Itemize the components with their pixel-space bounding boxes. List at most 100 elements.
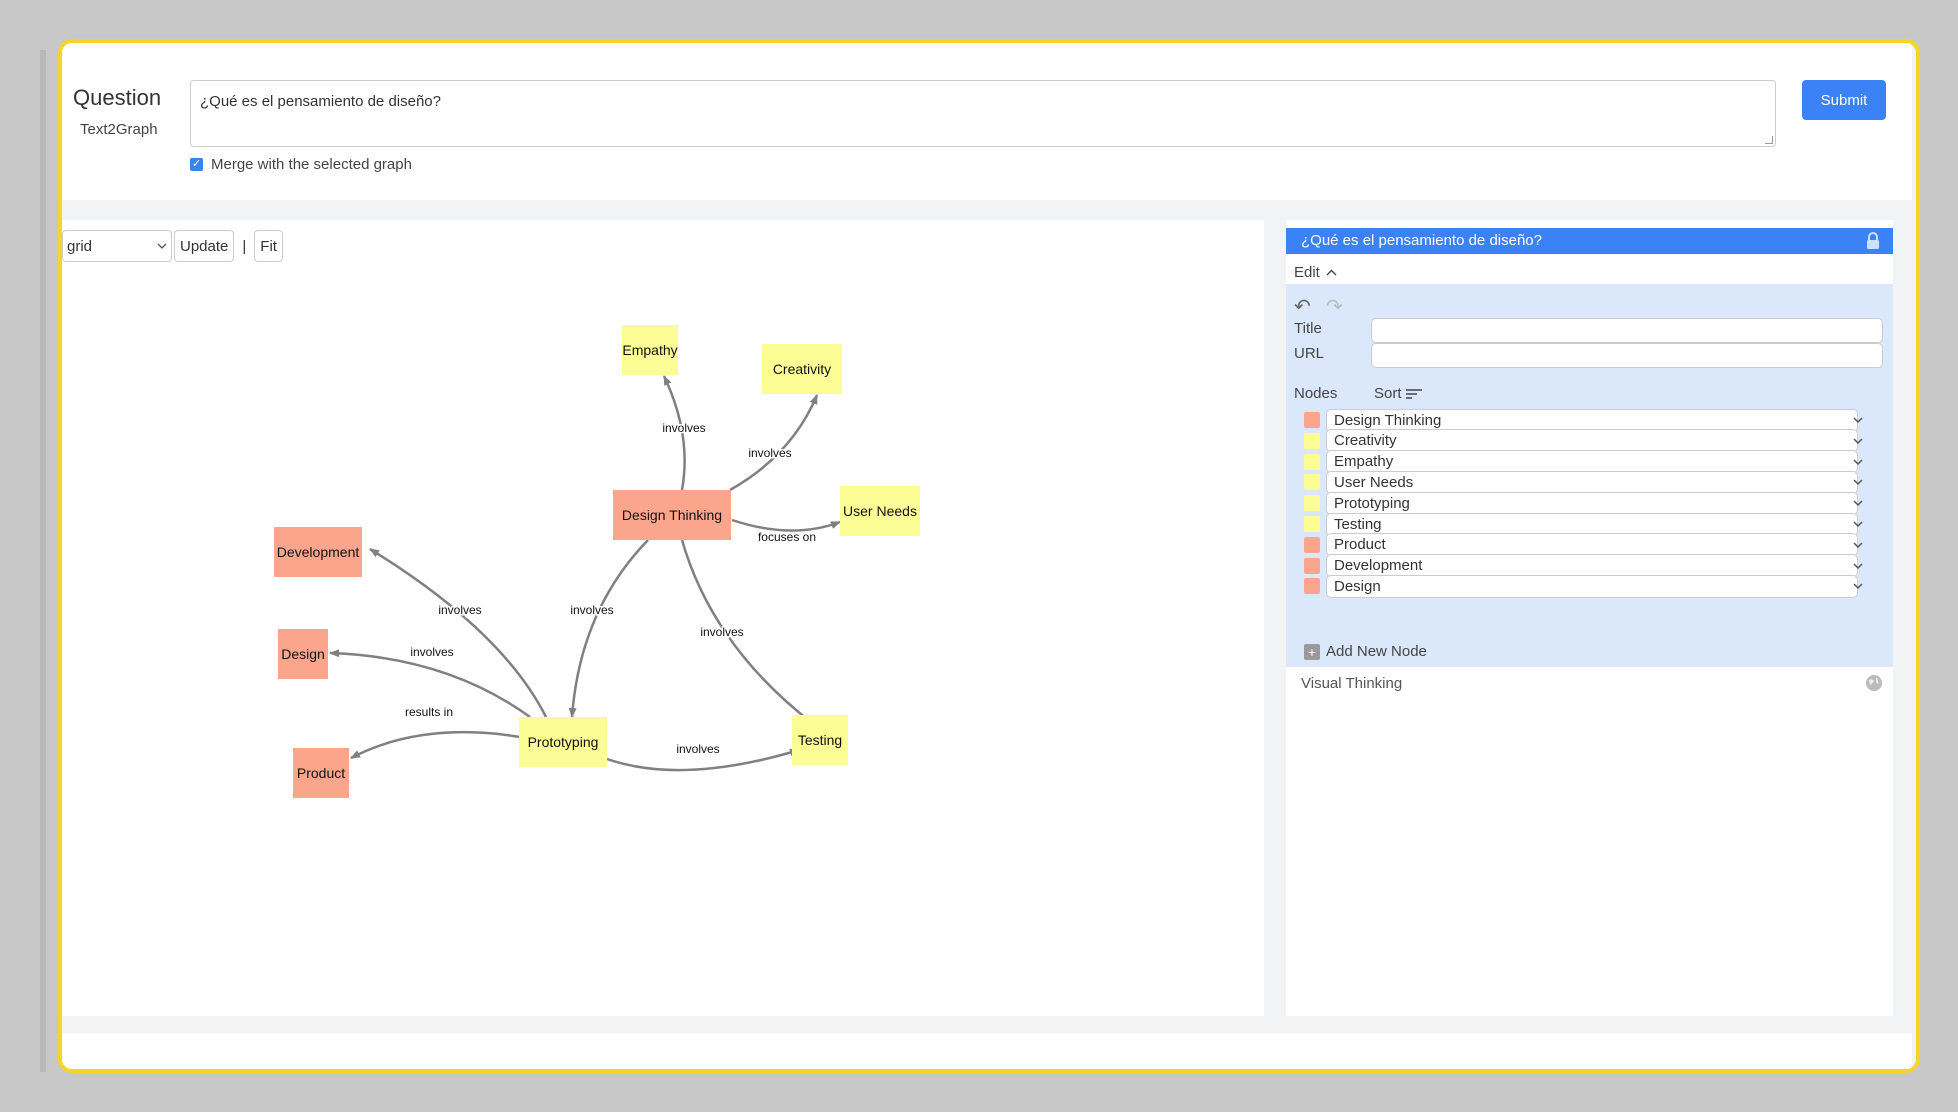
graph-node[interactable]: Design [278,629,328,679]
chevron-down-icon[interactable] [1852,416,1864,426]
graph-edge[interactable] [731,518,841,532]
question-input[interactable]: ¿Qué es el pensamiento de diseño? [190,80,1776,147]
node-name-field[interactable]: Testing [1326,512,1858,536]
globe-icon[interactable] [1865,674,1883,692]
node-color-swatch[interactable] [1304,516,1320,532]
graph-node-box[interactable] [622,325,678,375]
graph-node-box[interactable] [840,486,920,536]
graph-node[interactable]: Prototyping [519,717,607,767]
add-new-node-button[interactable]: + Add New Node [1304,643,1427,660]
node-color-swatch[interactable] [1304,453,1320,470]
graph-edge[interactable] [729,394,819,492]
layout-select[interactable]: grid [62,230,172,262]
title-input[interactable] [1371,318,1883,343]
graph-node-label: Design [281,646,325,662]
chevron-down-icon[interactable] [1852,478,1864,488]
graph-edge[interactable] [568,539,649,718]
submit-button[interactable]: Submit [1802,80,1886,120]
node-name-field[interactable]: Design [1326,574,1858,598]
chevron-down-icon[interactable] [1852,499,1864,509]
node-list-item[interactable]: Design [1304,574,1858,598]
node-color-swatch[interactable] [1304,557,1320,574]
chevron-down-icon[interactable] [1852,541,1864,551]
node-color-swatch[interactable] [1304,432,1320,449]
node-list-item[interactable]: Product [1304,533,1858,557]
graph-node[interactable]: Testing [792,715,848,765]
graph-edge[interactable] [662,375,686,491]
edge-label: involves [700,625,743,639]
node-name-field[interactable]: Product [1326,533,1858,557]
graph-node-box[interactable] [792,715,848,765]
graph-node[interactable]: User Needs [840,486,920,536]
node-name-field[interactable]: Prototyping [1326,491,1858,515]
fit-button[interactable]: Fit [254,230,283,262]
redo-icon[interactable]: ↷ [1326,296,1343,318]
chevron-down-icon[interactable] [1852,562,1864,572]
chevron-down-icon[interactable] [1852,582,1864,592]
node-list-item[interactable]: Creativity [1304,429,1858,453]
graph-edge[interactable] [680,539,813,724]
node-color-swatch[interactable] [1304,578,1320,595]
merge-checkbox[interactable]: ✓ [190,158,203,171]
graph-node-box[interactable] [274,527,362,577]
edge-label: involves [570,603,613,617]
graph-node-box[interactable] [278,629,328,679]
graph-node-box[interactable] [762,344,842,394]
graph-node[interactable]: Product [293,748,349,798]
app-frame: Question Text2Graph ¿Qué es el pensamien… [58,39,1920,1073]
title-label: Title [1294,320,1322,337]
graph-node-box[interactable] [519,717,607,767]
node-name-field[interactable]: Creativity [1326,429,1858,453]
graph-header[interactable]: ¿Qué es el pensamiento de diseño? [1286,228,1893,254]
node-list-item[interactable]: Testing [1304,512,1858,536]
graph-node-label: Prototyping [528,734,599,750]
graph-node[interactable]: Development [274,527,362,577]
graph-edge[interactable] [350,730,521,760]
nodes-label: Nodes [1294,385,1338,402]
graph-node-label: Development [277,544,360,560]
undo-icon[interactable]: ↶ [1294,296,1311,318]
node-name-field[interactable]: Development [1326,554,1858,578]
graph-edge[interactable] [606,748,800,772]
edge-label: involves [410,645,453,659]
merge-option[interactable]: ✓ Merge with the selected graph [190,156,412,173]
graph-node-label: Design Thinking [622,507,722,523]
chevron-down-icon[interactable] [1852,520,1864,530]
chevron-down-icon[interactable] [1852,437,1864,447]
sort-button[interactable]: Sort [1374,385,1423,402]
graph-node[interactable]: Empathy [622,325,678,375]
node-name-field[interactable]: Design Thinking [1326,408,1858,432]
node-color-swatch[interactable] [1304,536,1320,553]
graph-node-box[interactable] [293,748,349,798]
node-color-swatch[interactable] [1304,412,1320,428]
graph-node[interactable]: Creativity [762,344,842,394]
edit-toggle[interactable]: Edit [1294,264,1337,281]
bottom-bar [62,1033,1912,1069]
url-input[interactable] [1371,343,1883,368]
graph-node-label: Empathy [622,342,677,358]
node-name-field[interactable]: User Needs [1326,470,1858,494]
toolbar-separator: | [242,237,247,255]
edit-label: Edit [1294,264,1320,281]
node-color-swatch[interactable] [1304,495,1320,512]
edge-label: focuses on [758,530,816,544]
update-button[interactable]: Update [174,230,235,262]
node-name-field[interactable]: Empathy [1326,450,1858,474]
resize-handle[interactable] [1765,136,1773,144]
plus-icon: + [1304,643,1320,660]
question-panel: Question Text2Graph ¿Qué es el pensamien… [62,43,1912,200]
node-list-item[interactable]: Prototyping [1304,491,1858,515]
chevron-down-icon[interactable] [1852,458,1864,468]
node-list-item[interactable]: Design Thinking [1304,408,1858,432]
lock-icon[interactable] [1865,232,1881,250]
graph-edge[interactable] [369,547,548,718]
node-list-item[interactable]: Development [1304,554,1858,578]
graph-node-box[interactable] [613,490,731,540]
node-list-item[interactable]: Empathy [1304,450,1858,474]
node-list-item[interactable]: User Needs [1304,470,1858,494]
node-color-swatch[interactable] [1304,474,1320,491]
graph-node[interactable]: Design Thinking [613,490,731,540]
graph-edge[interactable] [329,649,531,719]
